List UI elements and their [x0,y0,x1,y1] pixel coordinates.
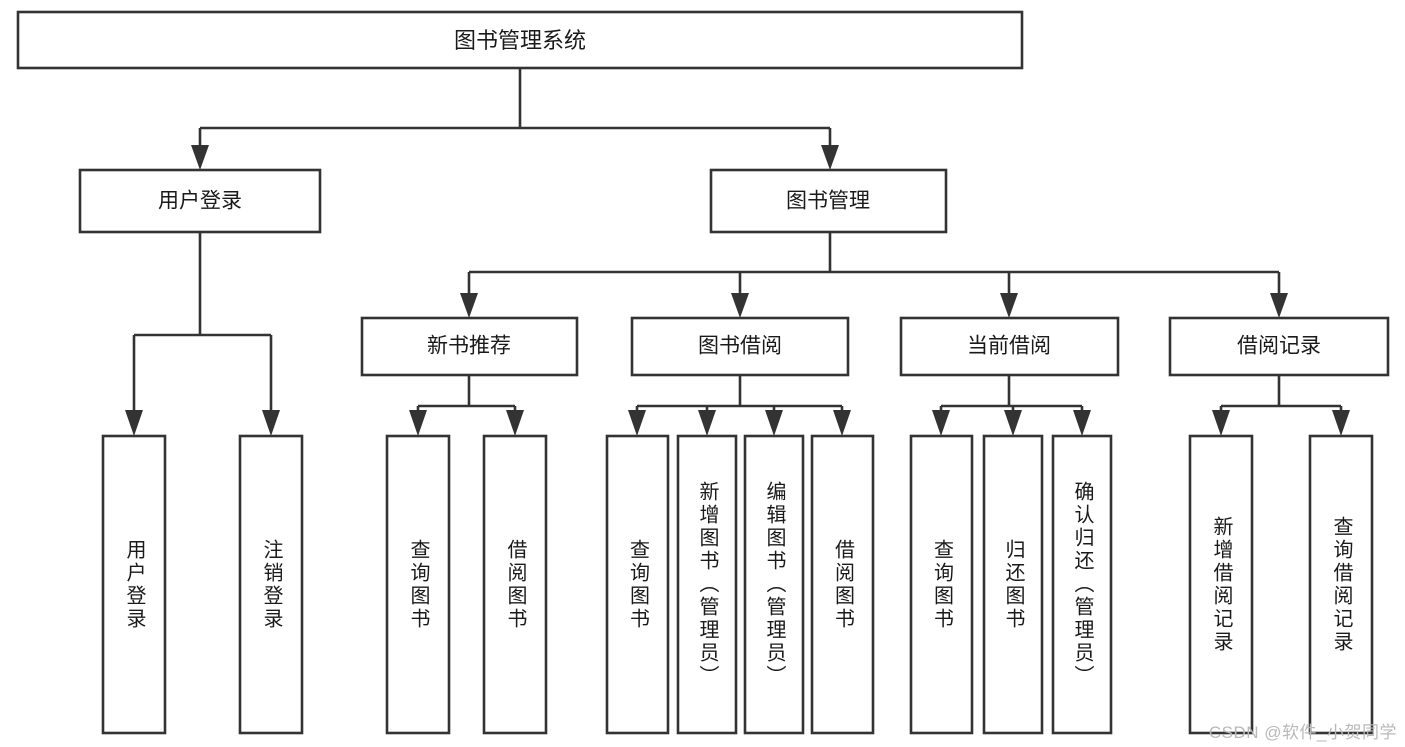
leaf-logout[interactable]: 注销登录 [238,434,304,735]
arrow-bookmgmt-to-current [1000,293,1018,318]
leaf-query-book-newbook-box[interactable] [385,434,451,735]
leaf-add-borrow-record-box[interactable] [1188,434,1254,735]
leaf-user-login-box[interactable] [101,434,167,735]
arrow-bookmgmt-to-borrow [731,293,749,318]
arrow-borrow-leaf-4 [833,410,851,436]
leaf-add-borrow-record[interactable]: 新增借阅记录 [1188,434,1254,735]
leaf-query-borrow-record-box[interactable] [1308,434,1374,735]
arrow-current-leaf-3 [1073,410,1091,436]
node-book-management-label: 图书管理 [786,190,870,213]
leaf-user-login[interactable]: 用户登录 [101,434,167,735]
leaf-add-borrow-record-label: 新增借阅记录 [1210,515,1232,654]
arrow-root-to-user-login [191,145,209,170]
leaf-return-book[interactable]: 归还图书 [982,434,1044,735]
leaf-logout-box[interactable] [238,434,304,735]
node-book-management-box[interactable] [709,168,948,234]
arrow-current-leaf-2 [1004,410,1022,436]
node-current-borrow-label: 当前借阅 [967,335,1051,358]
arrow-borrow-leaf-2 [698,410,716,436]
node-borrow-record-box[interactable] [1168,316,1390,377]
node-root-box[interactable] [16,10,1024,70]
leaf-edit-book-admin[interactable]: 编辑图书（管理员） [743,434,805,735]
connector-group [125,68,1350,436]
arrow-borrow-leaf-1 [628,410,646,436]
leaf-confirm-return-admin-box[interactable] [1051,434,1113,735]
node-book-borrow-label: 图书借阅 [698,335,782,358]
arrow-bookmgmt-to-newbook [460,293,478,318]
leaf-query-borrow-record-label: 查询借阅记录 [1330,515,1352,654]
leaf-query-book-borrow-label: 查询图书 [626,538,649,631]
arrow-current-leaf-1 [932,410,950,436]
leaf-query-borrow-record[interactable]: 查询借阅记录 [1308,434,1374,735]
node-borrow-record-label: 借阅记录 [1237,335,1321,358]
node-user-login-box[interactable] [78,168,322,234]
leaf-query-book-newbook[interactable]: 查询图书 [385,434,451,735]
leaf-borrow-book-borrow-label: 借阅图书 [831,538,854,631]
leaf-query-book-borrow[interactable]: 查询图书 [605,434,670,735]
node-current-borrow[interactable]: 当前借阅 [899,316,1120,377]
leaf-add-book-admin[interactable]: 新增图书（管理员） [676,434,738,735]
leaf-add-book-admin-label: 新增图书（管理员） [696,481,718,688]
leaf-add-book-admin-box[interactable] [676,434,738,735]
leaf-confirm-return-admin[interactable]: 确认归还（管理员） [1051,434,1113,735]
node-root[interactable]: 图书管理系统 [16,10,1024,70]
node-borrow-record[interactable]: 借阅记录 [1168,316,1390,377]
leaf-borrow-book-newbook[interactable]: 借阅图书 [482,434,548,735]
node-user-login[interactable]: 用户登录 [78,168,322,234]
leaf-borrow-book-newbook-label: 借阅图书 [504,538,526,631]
arrow-bookmgmt-to-record [1270,293,1288,318]
node-current-borrow-box[interactable] [899,316,1120,377]
leaf-borrow-book-borrow[interactable]: 借阅图书 [810,434,875,735]
node-book-borrow[interactable]: 图书借阅 [630,316,850,377]
arrow-record-leaf-2 [1332,410,1350,436]
arrow-newbook-leaf-1 [409,410,427,436]
node-root-label: 图书管理系统 [454,28,586,53]
leaf-return-book-box[interactable] [982,434,1044,735]
leaf-query-book-current-label: 查询图书 [930,538,953,631]
node-book-management[interactable]: 图书管理 [709,168,948,234]
node-new-book-recommend-box[interactable] [360,316,579,377]
arrow-record-leaf-1 [1212,410,1230,436]
arrow-newbook-leaf-2 [506,410,524,436]
arrow-userlogin-leaf-2 [262,410,280,436]
node-user-login-label: 用户登录 [158,190,242,213]
leaf-borrow-book-borrow-box[interactable] [810,434,875,735]
arrow-root-to-book-mgmt [821,145,839,170]
node-new-book-recommend-label: 新书推荐 [427,335,511,358]
leaf-borrow-book-newbook-box[interactable] [482,434,548,735]
leaf-confirm-return-admin-label: 确认归还（管理员） [1071,481,1093,688]
leaf-query-book-newbook-label: 查询图书 [407,538,429,631]
leaf-edit-book-admin-box[interactable] [743,434,805,735]
leaf-logout-label: 注销登录 [260,538,282,631]
leaf-return-book-label: 归还图书 [1002,538,1024,631]
leaf-query-book-current[interactable]: 查询图书 [909,434,974,735]
leaf-user-login-label: 用户登录 [123,538,145,631]
leaf-edit-book-admin-label: 编辑图书（管理员） [763,481,785,688]
arrow-userlogin-leaf-1 [125,410,143,436]
leaf-query-book-borrow-box[interactable] [605,434,670,735]
node-new-book-recommend[interactable]: 新书推荐 [360,316,579,377]
leaf-query-book-current-box[interactable] [909,434,974,735]
node-book-borrow-box[interactable] [630,316,850,377]
arrow-borrow-leaf-3 [765,410,783,436]
